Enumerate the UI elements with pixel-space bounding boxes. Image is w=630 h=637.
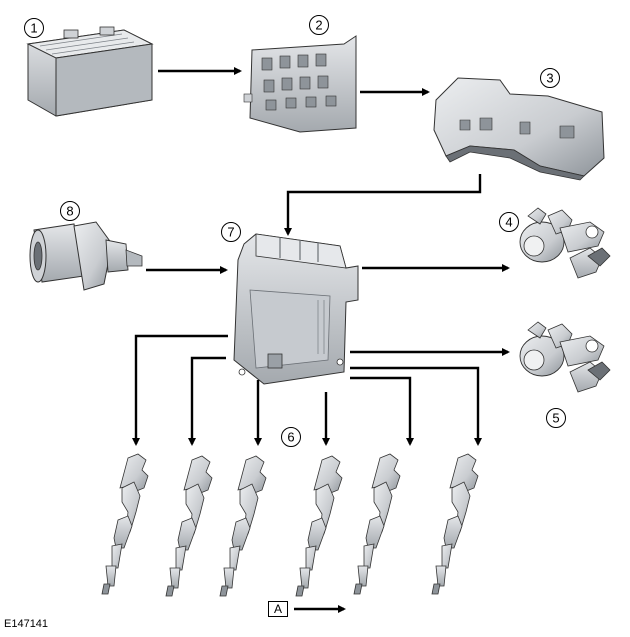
svg-text:6: 6 <box>287 430 294 445</box>
figure-reference: E147141 <box>4 618 49 630</box>
callout-8: 8 <box>60 201 80 221</box>
battery-icon <box>26 26 154 117</box>
junction-box-icon <box>433 77 605 181</box>
fuse-box-icon <box>243 35 357 133</box>
fuel-pressure-sensor-icon <box>29 221 143 291</box>
svg-text:7: 7 <box>227 225 234 240</box>
svg-text:5: 5 <box>552 411 559 426</box>
arrow-junction-to-ecm <box>284 174 482 236</box>
fuel-injector-icon <box>101 453 149 595</box>
callouts: 1 2 3 4 5 6 7 8 <box>24 15 566 447</box>
high-pressure-fuel-pump-icon <box>519 321 611 393</box>
svg-text:4: 4 <box>505 215 512 230</box>
engine-control-module-icon <box>233 233 359 385</box>
svg-text:1: 1 <box>30 21 37 36</box>
arrow-ecm-to-injector-2 <box>188 356 226 446</box>
callout-1: 1 <box>24 18 44 38</box>
callout-4: 4 <box>499 212 519 232</box>
key-label-a: A <box>268 601 288 617</box>
fuel-injector-icon <box>219 455 267 597</box>
flow-arrows <box>132 67 510 613</box>
callout-7: 7 <box>221 222 241 242</box>
callout-3: 3 <box>540 68 560 88</box>
fuel-injector-icon <box>431 453 479 595</box>
svg-text:2: 2 <box>315 18 322 33</box>
arrow-ecm-to-injector-5 <box>350 376 414 446</box>
high-pressure-fuel-pump-icon <box>519 207 611 279</box>
callout-6: 6 <box>281 427 301 447</box>
callout-5: 5 <box>546 408 566 428</box>
arrow-ecm-to-injector-1 <box>132 334 228 446</box>
fuel-injector-icon <box>165 455 213 597</box>
fuel-injector-icon <box>295 455 343 597</box>
svg-text:3: 3 <box>546 71 553 86</box>
callout-2: 2 <box>309 15 329 35</box>
arrow-ecm-to-injector-6 <box>350 366 482 446</box>
svg-text:8: 8 <box>66 204 73 219</box>
fuel-injector-icon <box>353 453 401 595</box>
